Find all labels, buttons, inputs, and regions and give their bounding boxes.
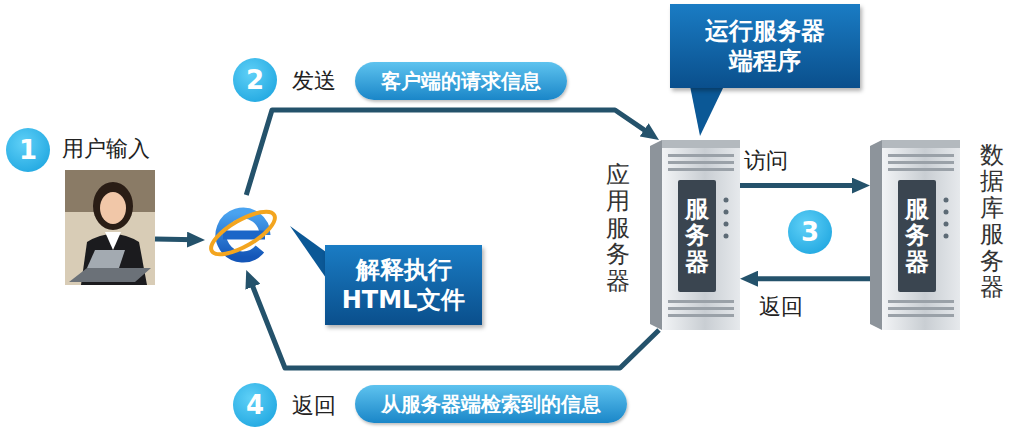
step-label: 发送 xyxy=(292,66,336,96)
edge-label: 访问 xyxy=(742,146,790,176)
server-heading: 应用服务器 xyxy=(606,162,630,294)
message-text: 从服务器端检索到的信息 xyxy=(381,391,601,418)
text-holder: 应用服务器 xyxy=(606,162,630,294)
photo-ground xyxy=(65,170,155,285)
step-circle: 3 xyxy=(788,210,832,254)
text-holder: 用户输入 xyxy=(62,134,150,164)
text-holder: 服务器 xyxy=(905,196,929,275)
browser-node: 解释执行 HTML文件 xyxy=(205,195,280,270)
user-photo xyxy=(65,170,155,285)
label-holder: 返回 xyxy=(292,391,336,421)
server-face-text: 服务器 xyxy=(685,196,709,275)
text-holder: 运行服务器端程序 xyxy=(703,16,828,76)
face xyxy=(100,192,126,224)
edge-label-holder: 访问 xyxy=(742,146,790,176)
flow-arrow xyxy=(155,237,195,243)
message-pill: 从服务器端检索到的信息 xyxy=(355,385,627,423)
message-text: 客户端的请求信息 xyxy=(381,68,541,95)
server-figure xyxy=(650,140,740,330)
flow-arrow xyxy=(740,183,860,188)
laptop-screen xyxy=(87,250,125,268)
text-holder: 数据库服务器 xyxy=(980,142,1004,300)
step-circle: 2 xyxy=(233,58,277,102)
step-circle: 4 xyxy=(233,383,277,427)
callout-text: 解释执行 HTML文件 xyxy=(333,255,474,315)
flow-arrow xyxy=(246,110,650,195)
label-holder: 发送 xyxy=(292,66,336,96)
callout-box: 解释执行 HTML文件 xyxy=(325,245,482,325)
browser-ring xyxy=(205,204,280,263)
edge-label: 返回 xyxy=(757,292,805,322)
collar xyxy=(105,232,121,250)
server-node: 数据库服务器服务器 xyxy=(870,140,960,330)
user-heading: 用户输入 xyxy=(62,134,150,164)
text-holder: 服务器 xyxy=(685,196,709,275)
step-circle: 1 xyxy=(6,128,50,172)
laptop xyxy=(69,268,151,282)
browser-icon xyxy=(205,204,280,263)
server-node: 应用服务器服务器 xyxy=(650,140,740,330)
callout-number: 3 xyxy=(801,217,819,247)
callout-number: 2 xyxy=(246,65,264,95)
callout-box: 运行服务器端程序 xyxy=(670,4,860,88)
callout-number: 1 xyxy=(19,135,37,165)
callout-text: 运行服务器端程序 xyxy=(703,16,828,76)
message-pill: 客户端的请求信息 xyxy=(355,62,567,100)
flow-arrow xyxy=(750,276,870,281)
callout-pointer xyxy=(290,226,326,278)
hair xyxy=(93,182,133,230)
callout-number: 4 xyxy=(246,390,264,420)
callout-pointer xyxy=(690,86,724,136)
server-heading: 数据库服务器 xyxy=(980,142,1004,300)
user-node: 用户输入 xyxy=(65,170,155,285)
server-figure xyxy=(870,140,960,330)
edge-label-holder: 返回 xyxy=(757,292,805,322)
step-label: 返回 xyxy=(292,391,336,421)
server-face-text: 服务器 xyxy=(905,196,929,275)
